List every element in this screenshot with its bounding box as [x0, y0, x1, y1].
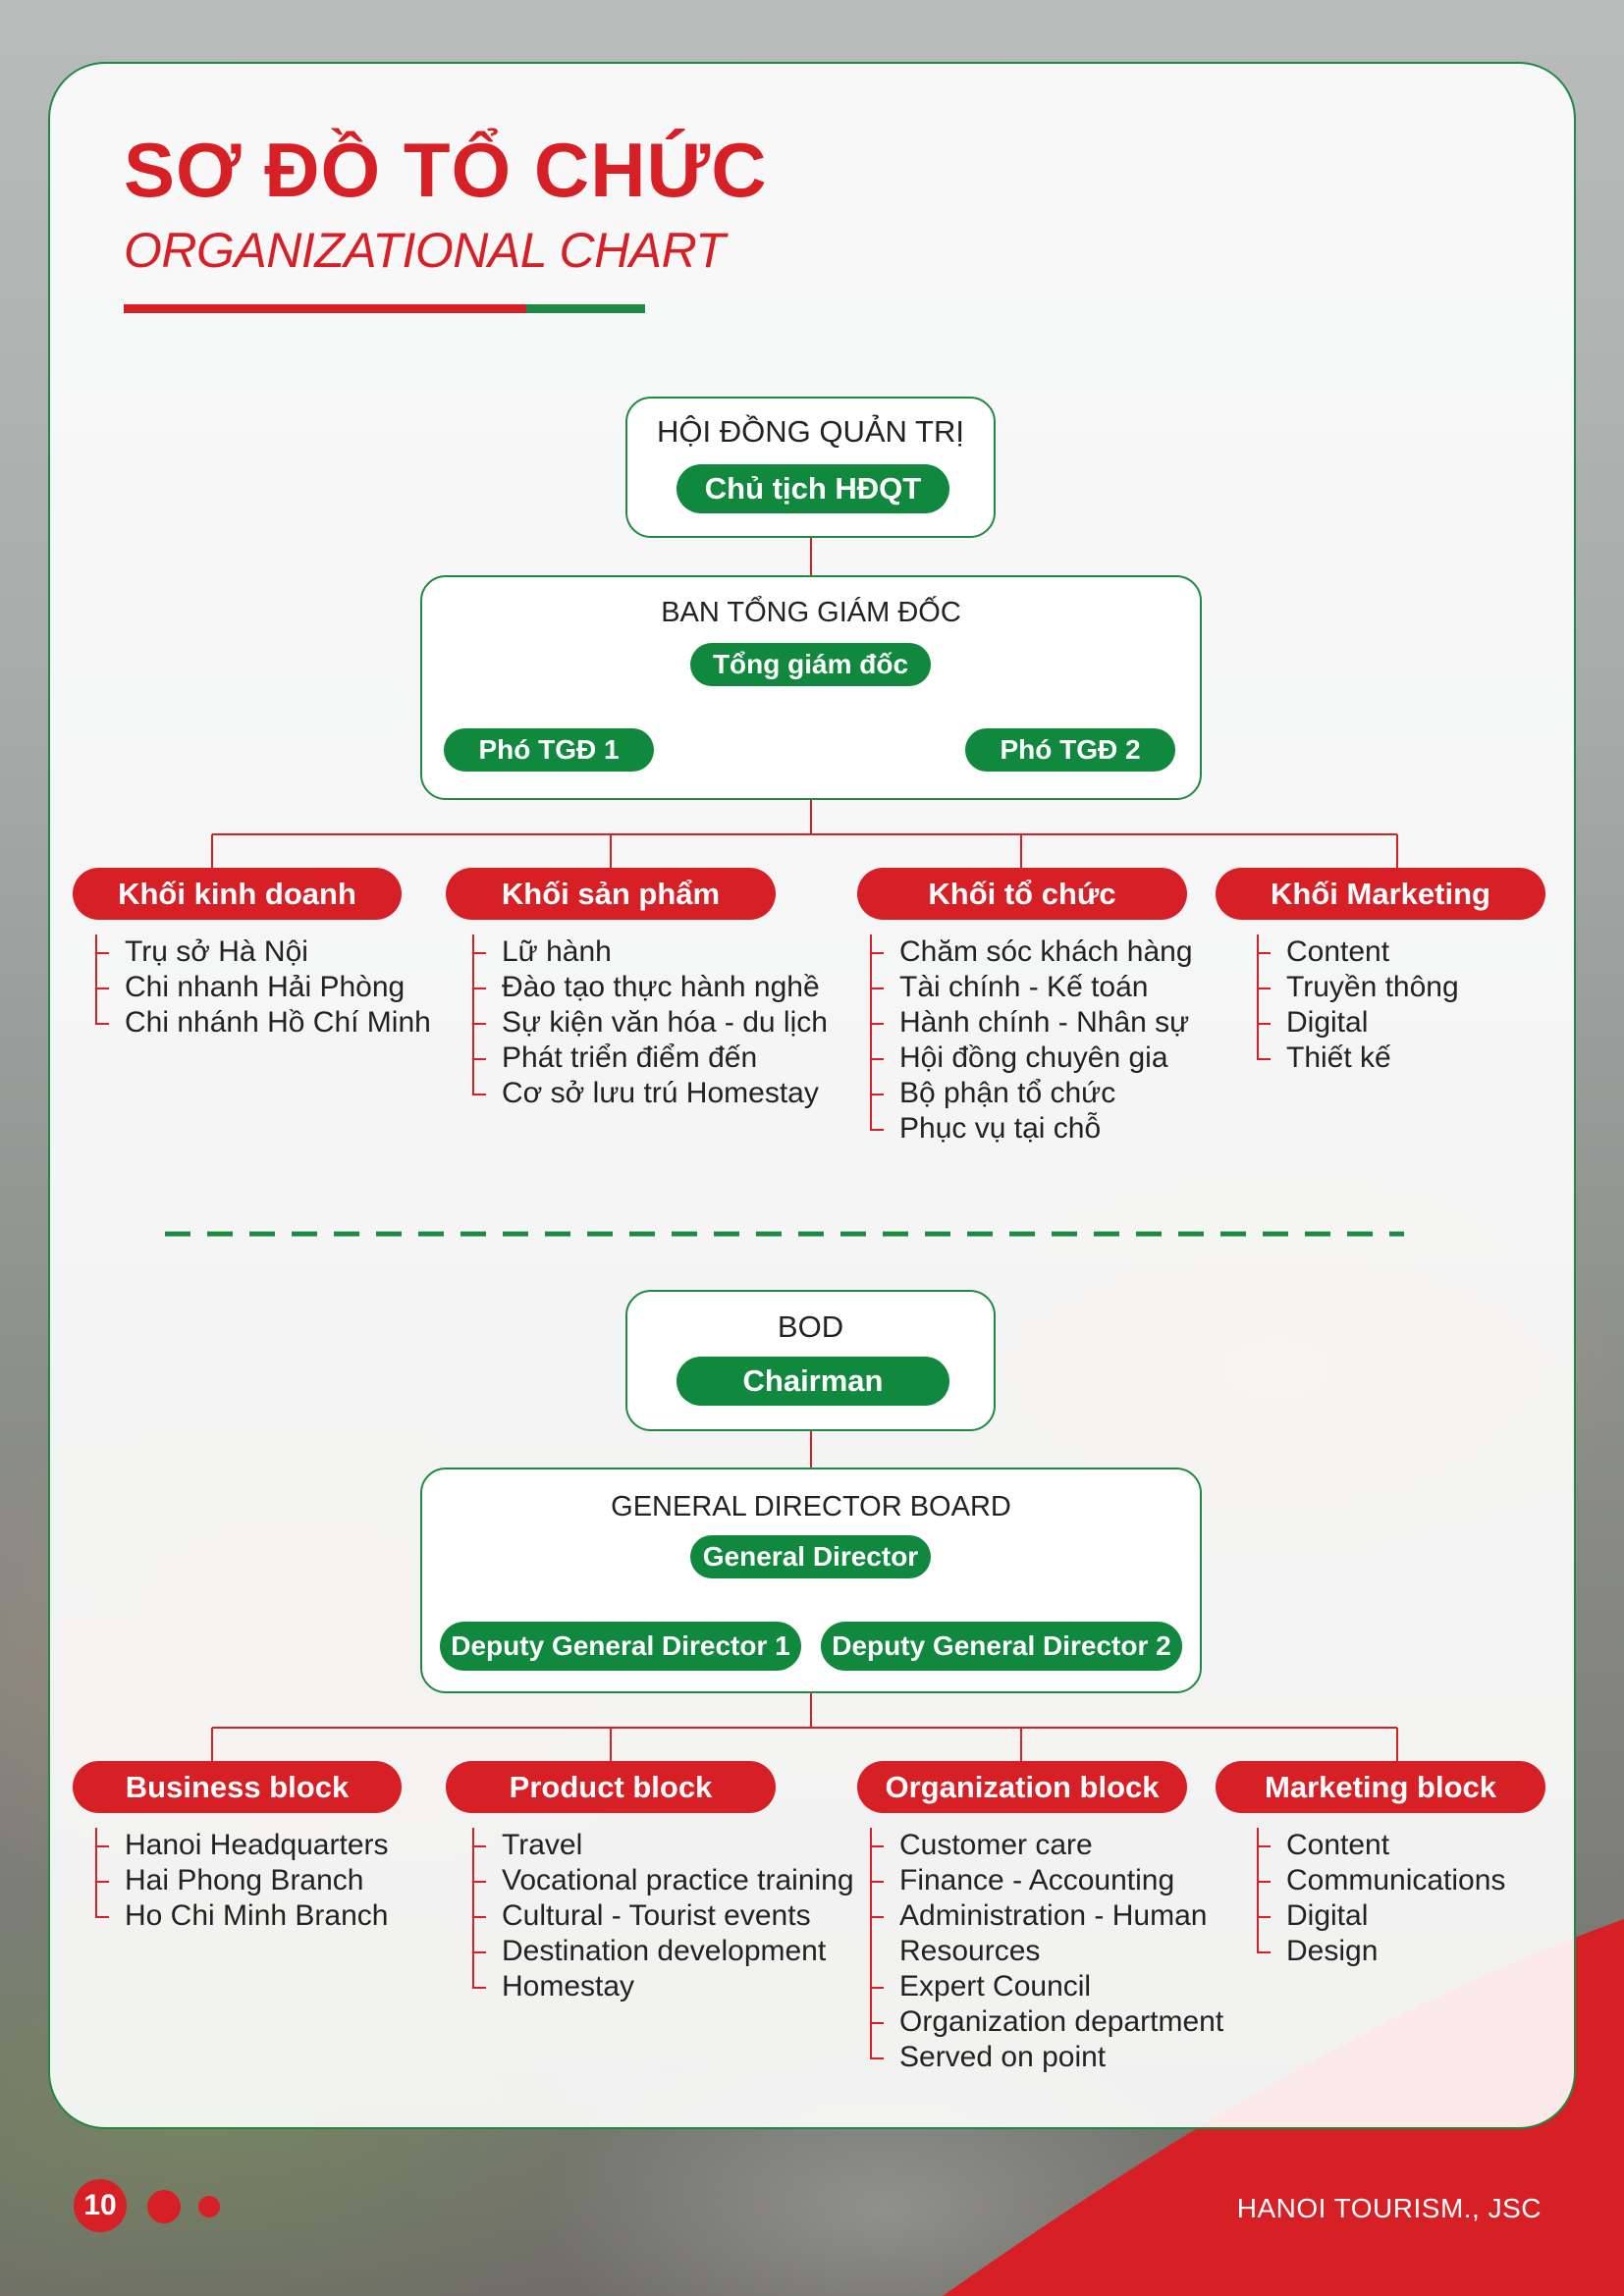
- list-item: Đào tạo thực hành nghề: [472, 970, 828, 1005]
- title-underline-red: [124, 304, 526, 313]
- list-item: Served on point: [870, 2040, 1223, 2075]
- list-item: Communications: [1257, 1863, 1505, 1898]
- block-pill-vn-2: Khối tổ chức: [857, 868, 1187, 920]
- list-item: Content: [1257, 1828, 1505, 1863]
- block-pill-vn-1: Khối sản phẩm: [446, 868, 776, 920]
- block-list-vn-2: Chăm sóc khách hàng Tài chính - Kế toán …: [870, 934, 1193, 1147]
- decorative-dot: [147, 2190, 181, 2223]
- list-item: Digital: [1257, 1005, 1459, 1041]
- list-item: Sự kiện văn hóa - du lịch: [472, 1005, 828, 1041]
- board-title-vn: HỘI ĐỒNG QUẢN TRỊ: [657, 414, 964, 449]
- list-item: Tài chính - Kế toán: [870, 970, 1193, 1005]
- list-item: Design: [1257, 1934, 1505, 1969]
- block-list-vn-1: Lữ hành Đào tạo thực hành nghề Sự kiện v…: [472, 934, 828, 1111]
- list-item: Content: [1257, 934, 1459, 970]
- list-item: Organization department: [870, 2004, 1223, 2040]
- decorative-dot: [198, 2196, 220, 2217]
- chairman-pill-vn: Chủ tịch HĐQT: [677, 464, 949, 513]
- list-item: Bộ phận tổ chức: [870, 1076, 1193, 1111]
- block-list-en-3: Content Communications Digital Design: [1257, 1828, 1505, 1969]
- block-list-vn-3: Content Truyền thông Digital Thiết kế: [1257, 934, 1459, 1076]
- list-item: Hội đồng chuyên gia: [870, 1041, 1193, 1076]
- list-item: Finance - Accounting: [870, 1863, 1223, 1898]
- list-item: Phát triển điểm đến: [472, 1041, 828, 1076]
- chairman-pill-en: Chairman: [677, 1357, 949, 1406]
- list-item: Chăm sóc khách hàng: [870, 934, 1193, 970]
- list-item: Expert Council: [870, 1969, 1223, 2004]
- list-item: Ho Chi Minh Branch: [95, 1898, 389, 1934]
- block-pill-en-0: Business block: [73, 1761, 402, 1813]
- block-pill-en-2: Organization block: [857, 1761, 1187, 1813]
- gd-pill-en: General Director: [690, 1535, 931, 1578]
- list-item: Phục vụ tại chỗ: [870, 1111, 1193, 1147]
- gd-board-title-vn: BAN TỔNG GIÁM ĐỐC: [661, 597, 961, 628]
- block-list-en-1: Travel Vocational practice training Cult…: [472, 1828, 854, 2004]
- list-item: Lữ hành: [472, 934, 828, 970]
- block-pill-vn-3: Khối Marketing: [1216, 868, 1545, 920]
- list-item: Thiết kế: [1257, 1041, 1459, 1076]
- list-item: Trụ sở Hà Nội: [95, 934, 431, 970]
- list-item: Travel: [472, 1828, 854, 1863]
- list-item: Chi nhanh Hải Phòng: [95, 970, 431, 1005]
- block-list-en-0: Hanoi Headquarters Hai Phong Branch Ho C…: [95, 1828, 389, 1934]
- list-item: Hanoi Headquarters: [95, 1828, 389, 1863]
- gd-pill-vn: Tổng giám đốc: [690, 643, 931, 686]
- title-underline-green: [526, 304, 645, 313]
- list-item: Cultural - Tourist events: [472, 1898, 854, 1934]
- list-item: Vocational practice training: [472, 1863, 854, 1898]
- list-item: Customer care: [870, 1828, 1223, 1863]
- page-number: 10: [74, 2179, 127, 2232]
- page-title-vn: SƠ ĐỒ TỔ CHỨC: [124, 127, 768, 213]
- gd-board-title-en: GENERAL DIRECTOR BOARD: [611, 1491, 1011, 1522]
- list-item: Hành chính - Nhân sự: [870, 1005, 1193, 1041]
- list-item: Administration - Human: [870, 1898, 1223, 1934]
- block-pill-en-3: Marketing block: [1216, 1761, 1545, 1813]
- list-item: Resources: [899, 1935, 1041, 1967]
- list-item: Destination development: [472, 1934, 854, 1969]
- list-item: Hai Phong Branch: [95, 1863, 389, 1898]
- list-item: Digital: [1257, 1898, 1505, 1934]
- deputy1-pill-vn: Phó TGĐ 1: [444, 728, 654, 772]
- block-list-vn-0: Trụ sở Hà Nội Chi nhanh Hải Phòng Chi nh…: [95, 934, 431, 1041]
- company-name: HANOI TOURISM., JSC: [1236, 2193, 1542, 2223]
- block-list-en-2: Customer care Finance - Accounting Admin…: [870, 1828, 1223, 2075]
- list-item: Truyền thông: [1257, 970, 1459, 1005]
- list-item: Homestay: [472, 1969, 854, 2004]
- deputy2-pill-en: Deputy General Director 2: [821, 1622, 1182, 1671]
- block-pill-vn-0: Khối kinh doanh: [73, 868, 402, 920]
- board-title-en: BOD: [777, 1309, 844, 1344]
- deputy2-pill-vn: Phó TGĐ 2: [965, 728, 1175, 772]
- list-item: Chi nhánh Hồ Chí Minh: [95, 1005, 431, 1041]
- deputy1-pill-en: Deputy General Director 1: [440, 1622, 801, 1671]
- list-item: Cơ sở lưu trú Homestay: [472, 1076, 828, 1111]
- block-pill-en-1: Product block: [446, 1761, 776, 1813]
- page-title-en: ORGANIZATIONAL CHART: [124, 223, 726, 278]
